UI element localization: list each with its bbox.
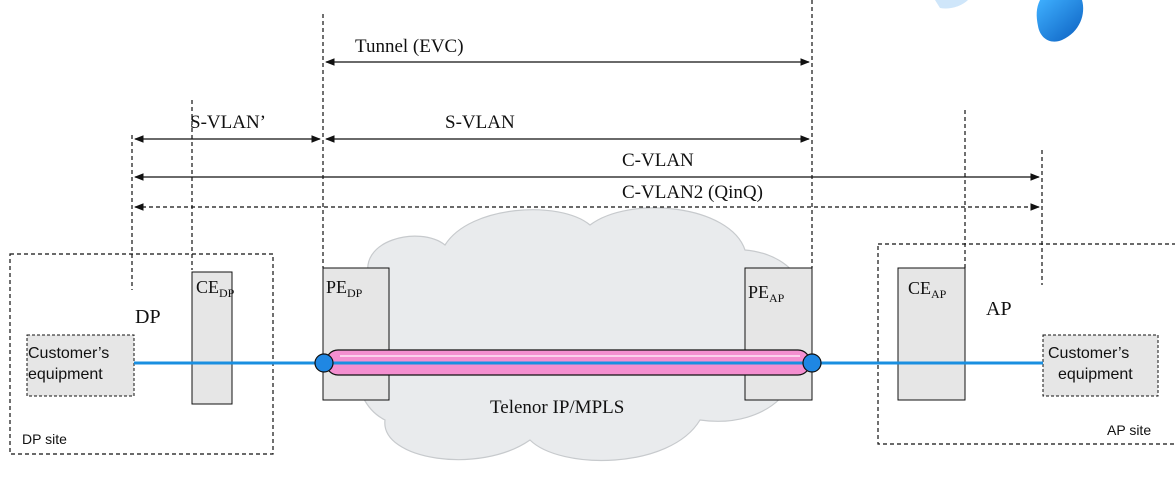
endpoint-pe-ap (802, 353, 822, 373)
ap-label: AP (986, 298, 1012, 320)
ce-ap-box (897, 267, 966, 401)
ce-ap-label: CEAP (908, 278, 947, 301)
s-vlan-prime-label: S-VLAN’ (190, 112, 266, 133)
tunnel-pipe (325, 349, 812, 376)
dp-site-label: DP site (22, 431, 67, 447)
dp-label: DP (135, 306, 161, 328)
c-vlan-label: C-VLAN (622, 150, 694, 171)
logo-icon (935, 0, 1084, 42)
pe-dp-box (322, 267, 390, 401)
cloud-label: Telenor IP/MPLS (490, 397, 624, 418)
dp-site-box (9, 253, 274, 455)
ce-dp-box (191, 271, 233, 405)
c-vlan2-label: C-VLAN2 (QinQ) (622, 182, 763, 203)
customer-equipment-left (26, 334, 135, 397)
customer-equipment-right (1042, 334, 1159, 397)
ap-site-box (877, 243, 1175, 445)
pe-dp-label: PEDP (326, 277, 363, 300)
ap-site-label: AP site (1107, 422, 1151, 438)
tunnel-label: Tunnel (EVC) (355, 36, 464, 57)
pe-ap-label: PEAP (748, 282, 785, 305)
mpls-cloud (354, 207, 805, 461)
endpoint-pe-dp (314, 353, 334, 373)
s-vlan-label: S-VLAN (445, 112, 515, 133)
pe-ap-box (744, 267, 813, 401)
ce-dp-label: CEDP (196, 277, 235, 300)
